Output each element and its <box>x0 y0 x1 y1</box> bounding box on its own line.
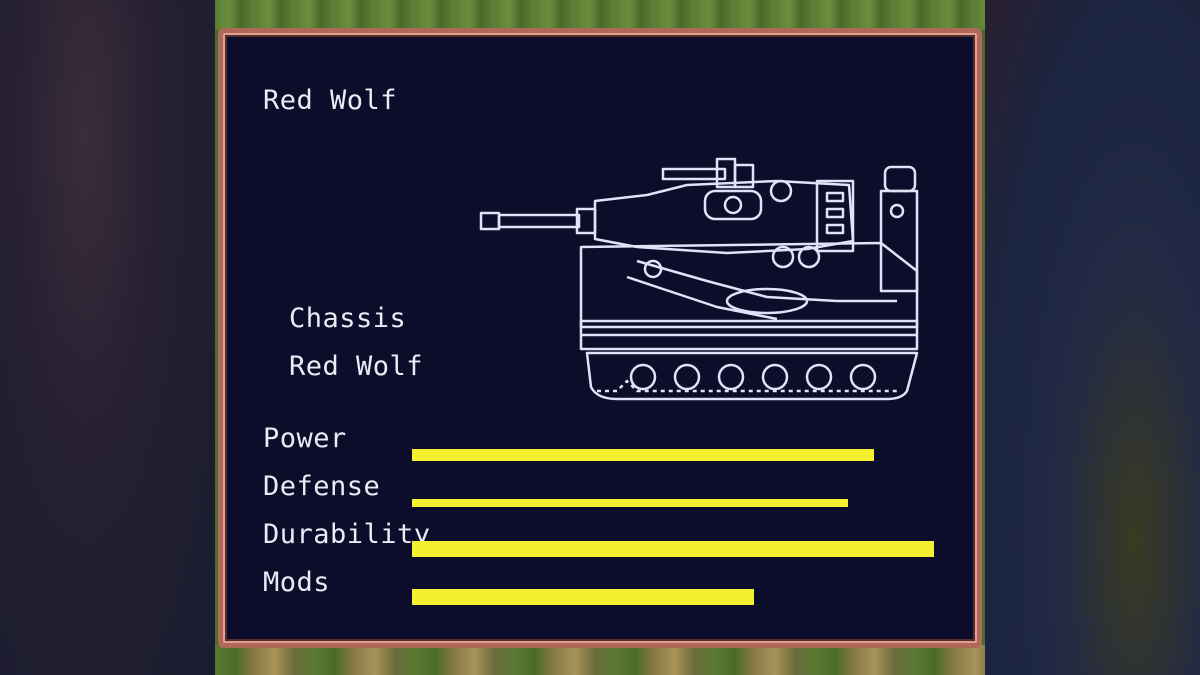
chassis-label: Chassis <box>289 303 407 334</box>
terrain-bottom <box>215 645 985 675</box>
terrain-top <box>215 0 985 30</box>
unit-info-panel: Red Wolf <box>218 28 982 648</box>
stat-label-power: Power <box>263 423 347 454</box>
chassis-value: Red Wolf <box>289 351 424 382</box>
stat-bar-mods <box>412 589 754 605</box>
backdrop-right <box>985 0 1200 675</box>
stat-label-durability: Durability <box>263 519 431 550</box>
unit-name: Red Wolf <box>263 85 398 116</box>
stat-bar-durability <box>412 541 934 557</box>
stat-bar-power <box>412 449 874 461</box>
backdrop-left <box>0 0 215 675</box>
stat-bar-defense <box>412 499 848 507</box>
stat-label-mods: Mods <box>263 567 331 598</box>
stat-label-defense: Defense <box>263 471 381 502</box>
tank-outline-icon <box>479 157 919 401</box>
